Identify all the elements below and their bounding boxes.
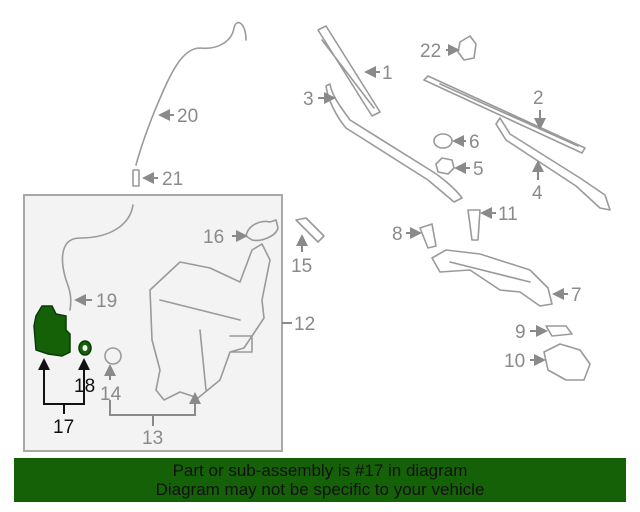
callout-15: 15 [291,256,312,277]
cap-part-22 [457,35,477,61]
callout-22: 22 [420,41,441,62]
callout-11: 11 [498,204,518,225]
callout-12: 12 [294,314,315,335]
callout-8: 8 [392,224,403,245]
callout-17: 17 [53,417,74,438]
washer-pump-part-17 [33,305,71,357]
hose-part-20 [135,21,247,166]
linkage-part-7 [431,249,553,307]
wiper-blade-part-1 [317,25,381,117]
info-banner: Part or sub-assembly is #17 in diagram D… [14,458,626,502]
banner-line-1: Part or sub-assembly is #17 in diagram [172,461,468,480]
tank-part-12 [149,243,271,401]
callout-14: 14 [100,384,122,405]
callout-16: 16 [203,227,224,248]
banner-line-2: Diagram may not be specific to your vehi… [155,480,485,499]
wiper-arm-part-3 [325,83,463,203]
cap-part-16 [245,219,279,242]
callout-3: 3 [303,89,314,110]
callout-19: 19 [96,291,117,312]
callout-20: 20 [177,106,198,127]
callout-4: 4 [532,183,543,204]
callout-6: 6 [469,132,480,153]
callout-13: 13 [142,428,163,449]
callout-21: 21 [162,169,183,190]
motor-part-10 [543,343,591,381]
wiper-arm-part-4 [495,117,611,211]
nut-part-5 [435,157,455,175]
washer-part-6 [433,133,453,149]
bolt-part-15 [295,217,325,243]
callout-10: 10 [504,351,525,372]
callout-9: 9 [515,322,526,343]
callout-5: 5 [473,159,484,180]
callout-2: 2 [533,88,544,109]
bolt-part-8 [419,223,437,249]
bolt-part-11 [467,209,481,241]
callout-1: 1 [382,63,393,84]
wiper-blade-part-2 [423,75,586,154]
callout-18: 18 [74,376,95,397]
bracket-part-9 [545,325,573,337]
hose-part-19 [61,204,134,311]
connector-part-21 [132,169,140,187]
callout-7: 7 [571,285,582,306]
